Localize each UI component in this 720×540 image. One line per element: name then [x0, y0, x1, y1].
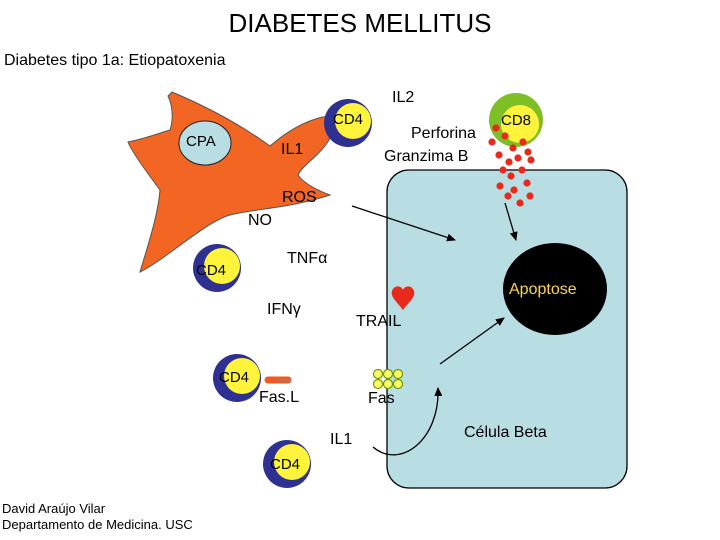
- cd4-label-top: CD4: [333, 111, 364, 128]
- cd8-label: CD8: [501, 112, 532, 129]
- granule-dot: [505, 158, 513, 166]
- cpa-nucleus: [178, 120, 232, 166]
- granule-dot: [527, 156, 535, 164]
- trail-heart-icon: [391, 286, 415, 310]
- fasl-label: Fas.L: [259, 389, 300, 406]
- il1-top-label: IL1: [281, 141, 304, 158]
- cd8-cell: [489, 93, 543, 147]
- granule-dot: [519, 138, 527, 146]
- credits-department: Departamento de Medicina. USC: [2, 517, 193, 532]
- granule-dot: [507, 172, 515, 180]
- il2-label: IL2: [392, 89, 415, 106]
- no-label: NO: [248, 212, 272, 229]
- cpa-label: CPA: [186, 133, 216, 150]
- apoptose-label: Apoptose: [509, 281, 577, 298]
- ros-arrow: [351, 205, 456, 242]
- cd4-cell-left: [193, 244, 241, 292]
- granule-dot: [523, 179, 531, 187]
- ros-label: ROS: [282, 189, 317, 206]
- ifn-label: IFNγ: [267, 301, 301, 318]
- trail-arrow: [439, 317, 505, 365]
- granule-dot: [504, 192, 512, 200]
- granule-dot: [488, 138, 496, 146]
- granule-dot: [492, 124, 500, 132]
- granule-dot: [496, 182, 504, 190]
- beta-cell-label: Célula Beta: [464, 424, 547, 441]
- granule-dot: [510, 186, 518, 194]
- fas-receptor-icon: [372, 368, 404, 390]
- cd4-cell-top: [324, 99, 372, 147]
- perforina-label: Perforina: [411, 125, 476, 142]
- granzima-label: Granzima B: [384, 148, 469, 165]
- cd4-cell-middle: [213, 354, 261, 402]
- granule-dot: [495, 151, 503, 159]
- granule-dot: [516, 199, 524, 207]
- il1-arrow: [372, 387, 443, 456]
- il1-bottom-label: IL1: [330, 431, 353, 448]
- cd4-label-left: CD4: [196, 262, 227, 279]
- cd8-arrow: [504, 202, 518, 241]
- granule-dot: [514, 154, 522, 162]
- cd4-label-bottom: CD4: [270, 456, 301, 473]
- granule-dot: [499, 166, 507, 174]
- page-title: DIABETES MELLITUS: [228, 8, 492, 38]
- credits-author: David Araújo Vilar: [2, 501, 106, 516]
- granzyme-granules: [488, 124, 535, 207]
- granule-dot: [524, 148, 532, 156]
- trail-label: TRAIL: [356, 313, 402, 330]
- granule-dot: [501, 132, 509, 140]
- cpa-cell-shape: [127, 91, 336, 273]
- apoptose-blob: [503, 243, 607, 335]
- cd4-label-middle: CD4: [219, 369, 250, 386]
- cd4-cell-bottom: [263, 440, 311, 488]
- granule-dot: [518, 166, 526, 174]
- fas-label: Fas: [368, 390, 395, 407]
- granule-dot: [509, 144, 517, 152]
- page-subtitle: Diabetes tipo 1a: Etiopatoxenia: [4, 52, 226, 69]
- granule-dot: [526, 192, 534, 200]
- tnf-label: TNFα: [287, 250, 328, 267]
- credits: David Araújo Vilar Departamento de Medic…: [2, 501, 193, 533]
